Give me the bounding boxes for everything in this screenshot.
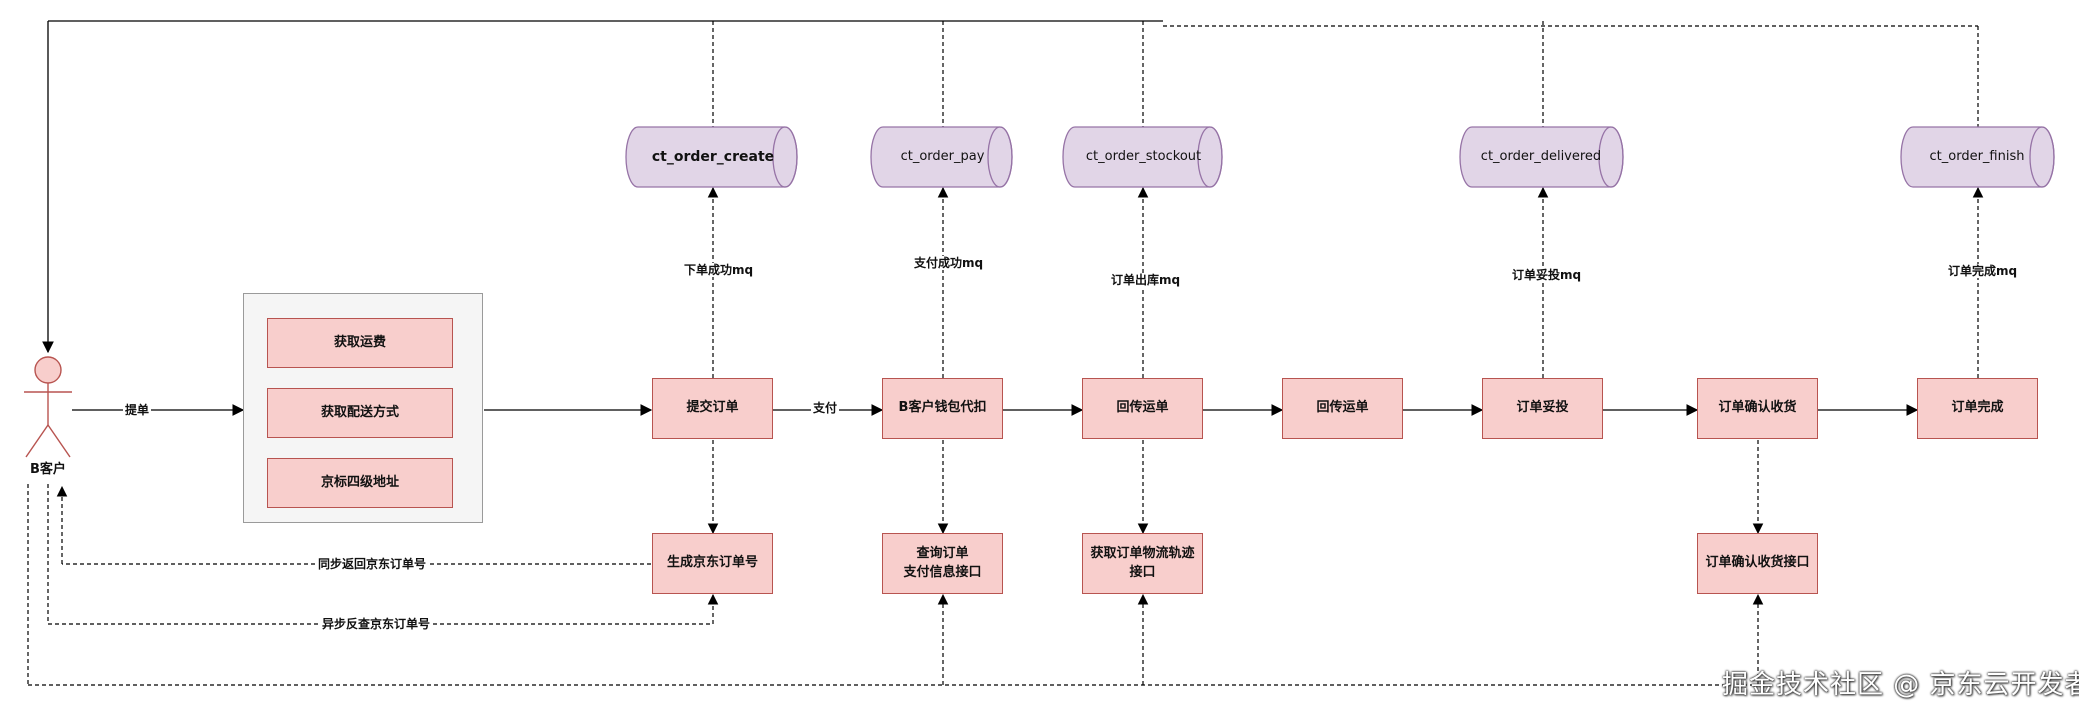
- mq-label-stockout: 订单出库mq: [1109, 273, 1183, 287]
- step-wallet-deduct: B客户钱包代扣: [882, 378, 1003, 439]
- edge-label-async-query: 异步反查京东订单号: [320, 617, 433, 631]
- step-order-confirm: 订单确认收货: [1697, 378, 1818, 439]
- actor-label: B客户: [30, 462, 66, 477]
- queue-label-create: ct_order_create: [651, 149, 775, 165]
- support-query-payment: 查询订单 支付信息接口: [882, 533, 1003, 594]
- queue-finish: [1900, 126, 2055, 188]
- step-submit-order: 提交订单: [652, 378, 773, 439]
- watermark-text: 掘金技术社区 @ 京东云开发者: [1722, 670, 2079, 700]
- group-item-shipping-fee: 获取运费: [267, 318, 453, 368]
- queue-label-delivered: ct_order_delivered: [1480, 149, 1602, 164]
- support-confirm-receipt-api: 订单确认收货接口: [1697, 533, 1818, 594]
- support-logistics-track: 获取订单物流轨迹 接口: [1082, 533, 1203, 594]
- queue-label-stockout: ct_order_stockout: [1085, 149, 1202, 164]
- actor-figure: [24, 356, 72, 458]
- step-return-waybill-2: 回传运单: [1282, 378, 1403, 439]
- queue-stockout: [1062, 126, 1223, 188]
- edge-label-pay: 支付: [811, 401, 840, 415]
- step-order-delivered: 订单妥投: [1482, 378, 1603, 439]
- queue-label-pay: ct_order_pay: [900, 149, 985, 164]
- queue-create: [625, 126, 798, 188]
- edge-label-submit-order: 提单: [123, 403, 152, 417]
- step-order-finish: 订单完成: [1917, 378, 2038, 439]
- group-item-delivery-method: 获取配送方式: [267, 388, 453, 438]
- support-generate-order-no: 生成京东订单号: [652, 533, 773, 594]
- mq-label-finish: 订单完成mq: [1946, 264, 2020, 278]
- mq-label-create: 下单成功mq: [682, 263, 756, 277]
- queue-delivered: [1459, 126, 1624, 188]
- mq-label-delivered: 订单妥投mq: [1510, 268, 1584, 282]
- edge-label-sync-return: 同步返回京东订单号: [316, 557, 429, 571]
- group-item-address: 京标四级地址: [267, 458, 453, 508]
- step-return-waybill-1: 回传运单: [1082, 378, 1203, 439]
- queue-pay: [870, 126, 1013, 188]
- mq-label-pay: 支付成功mq: [912, 256, 986, 270]
- queue-label-finish: ct_order_finish: [1929, 149, 2025, 164]
